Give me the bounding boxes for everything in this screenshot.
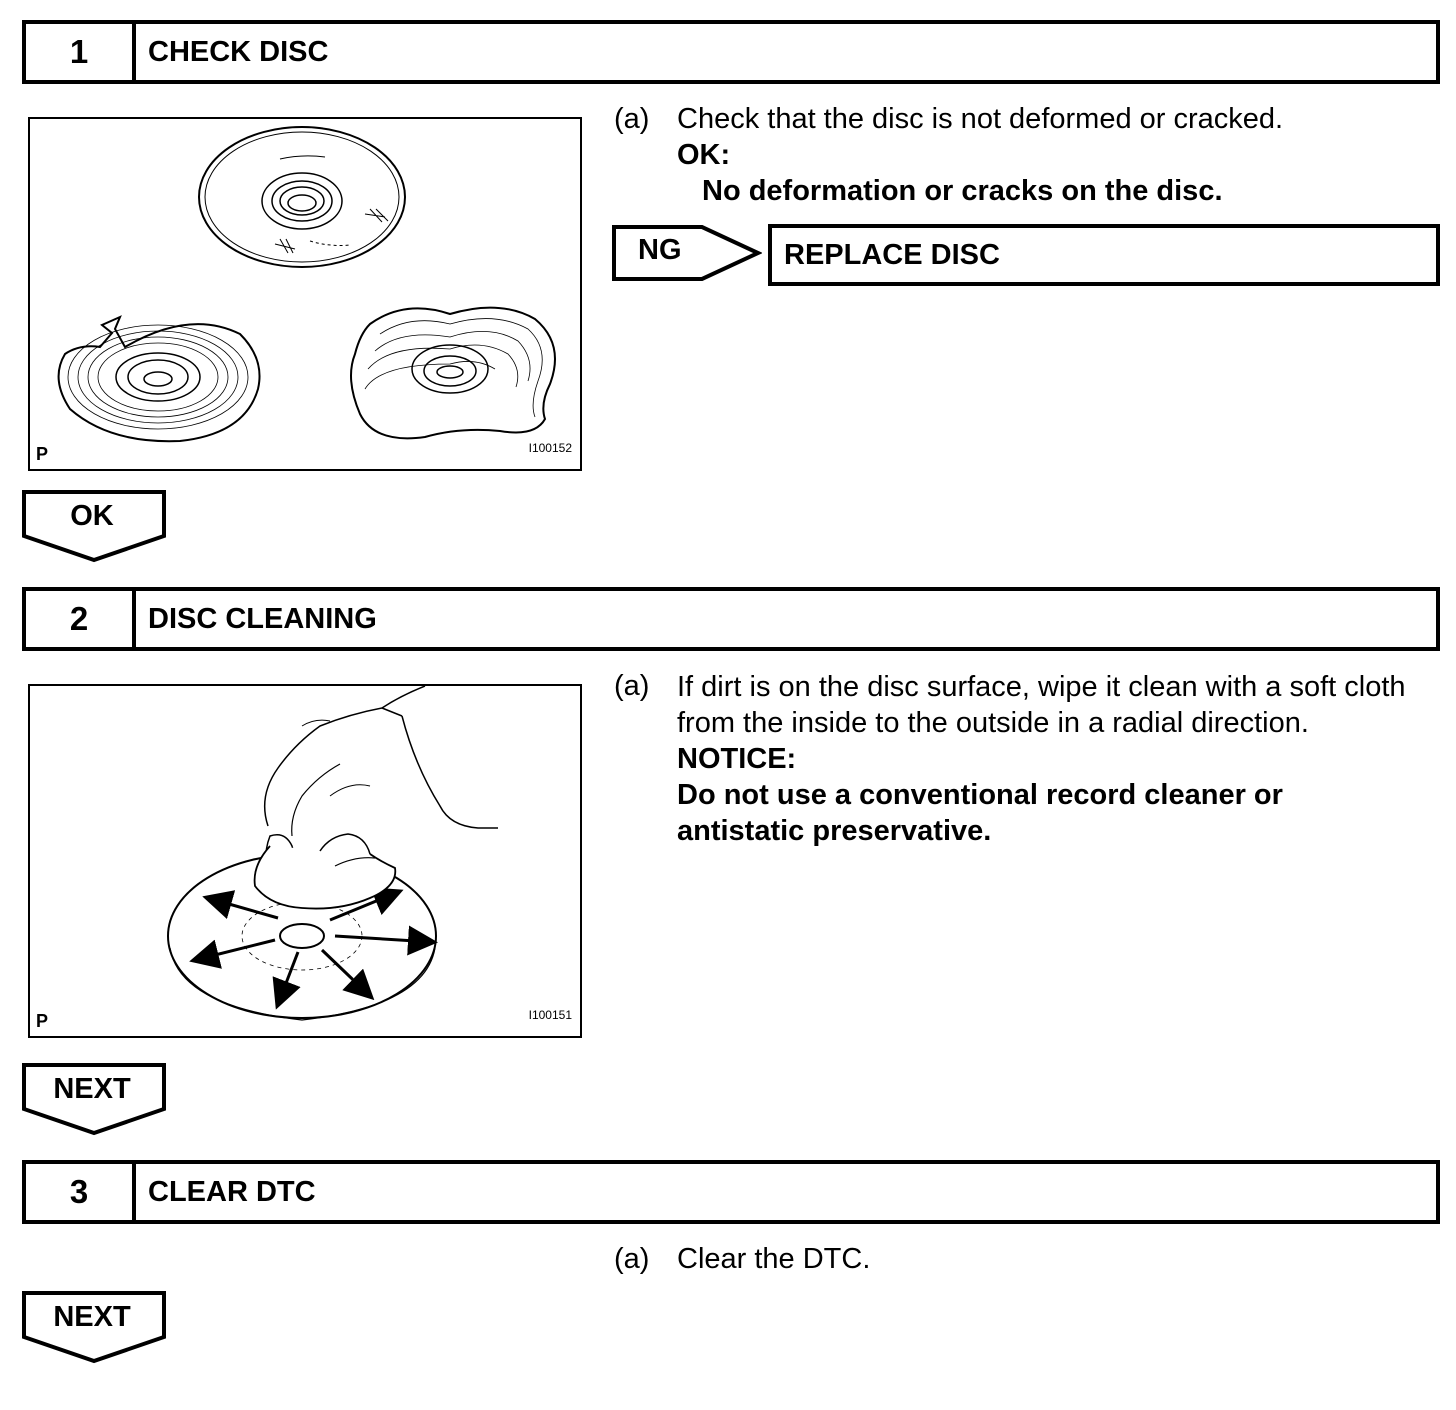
step-title: CLEAR DTC bbox=[148, 1175, 316, 1208]
figure-code: I100151 bbox=[528, 1008, 572, 1022]
flow-label: NEXT bbox=[53, 1301, 131, 1333]
ng-label: NG bbox=[638, 234, 682, 266]
notice-line-1: Do not use a conventional record cleaner… bbox=[677, 779, 1283, 811]
disc-damage-illustration: P I100152 bbox=[28, 117, 582, 471]
step-3-header: 3 CLEAR DTC bbox=[22, 1160, 1440, 1224]
step-title: DISC CLEANING bbox=[148, 602, 377, 635]
item-label: (a) bbox=[614, 670, 650, 702]
step-number: 1 bbox=[26, 24, 136, 80]
ng-result-box: REPLACE DISC bbox=[768, 224, 1440, 286]
step-3-instruction: Clear the DTC. bbox=[677, 1243, 871, 1275]
step-2-header: 2 DISC CLEANING bbox=[22, 587, 1440, 651]
disc-damage-drawing bbox=[57, 126, 556, 443]
figure-corner-label: P bbox=[36, 1011, 49, 1031]
figure-corner-label: P bbox=[36, 444, 49, 464]
step-2-instruction-line-2: from the inside to the outside in a radi… bbox=[677, 707, 1309, 739]
flow-label: NEXT bbox=[53, 1073, 131, 1105]
figure-code: I100152 bbox=[528, 441, 572, 455]
item-label: (a) bbox=[614, 103, 650, 135]
disc-cleaning-drawing bbox=[167, 686, 498, 1021]
ok-heading: OK: bbox=[677, 139, 731, 171]
flow-arrow-shape bbox=[22, 1063, 166, 1136]
flow-label: OK bbox=[70, 500, 114, 532]
step-number: 2 bbox=[26, 591, 136, 647]
disc-cleaning-illustration: P I100151 bbox=[28, 684, 582, 1038]
item-label: (a) bbox=[614, 1243, 650, 1275]
step-title: CHECK DISC bbox=[148, 35, 329, 68]
step-2-instruction-line-1: If dirt is on the disc surface, wipe it … bbox=[677, 671, 1406, 703]
next-flow-button[interactable]: NEXT bbox=[22, 1063, 168, 1137]
flow-arrow-shape bbox=[22, 490, 166, 563]
step-1-header: 1 CHECK DISC bbox=[22, 20, 1440, 84]
ok-criteria: No deformation or cracks on the disc. bbox=[702, 175, 1223, 207]
ok-flow-button[interactable]: OK bbox=[22, 490, 168, 564]
notice-line-2: antistatic preservative. bbox=[677, 815, 992, 847]
step-number: 3 bbox=[26, 1164, 136, 1220]
step-1-instruction: Check that the disc is not deformed or c… bbox=[677, 103, 1284, 135]
flow-arrow-shape bbox=[22, 1291, 166, 1364]
next-flow-button[interactable]: NEXT bbox=[22, 1291, 168, 1365]
notice-heading: NOTICE: bbox=[677, 743, 797, 775]
ng-arrow-shape bbox=[612, 225, 762, 281]
